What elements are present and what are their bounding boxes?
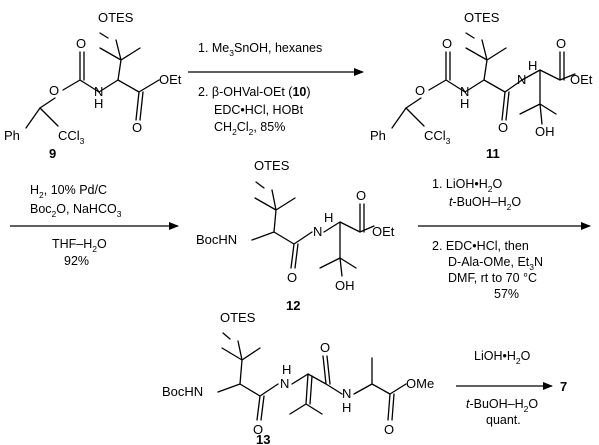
c12-n-label: N	[313, 224, 322, 239]
compound-13-number: 13	[256, 432, 270, 445]
s3-line1: 1. LiOH•H2O	[432, 177, 503, 194]
s2-line1: H2, 10% Pd/C	[30, 183, 107, 200]
c9-ph-label: Ph	[4, 128, 20, 143]
c11-h2-label: H	[528, 58, 537, 73]
c11-ph-label: Ph	[370, 128, 386, 143]
c13-ketone-o1: O	[253, 422, 263, 437]
c11-ester-o: O	[415, 83, 425, 98]
c11-oet-label: OEt	[570, 72, 593, 87]
c12-h-label: H	[324, 210, 333, 225]
c11-ketone-o: O	[498, 120, 508, 135]
s3-line2: t-BuOH–H2O	[449, 195, 521, 212]
s4-line2: t-BuOH–H2O	[466, 397, 538, 414]
c12-oet-label: OEt	[372, 224, 395, 239]
c13-n1-label: N	[280, 376, 289, 391]
c9-ester-o: O	[49, 83, 59, 98]
compound-12: OTES BocHN O N H O OEt OH 12	[196, 158, 395, 313]
step-1-conditions: 1. Me3SnOH, hexanes 2. β-OHVal-OEt (10) …	[198, 41, 322, 137]
c11-carbonyl-o: O	[442, 36, 452, 51]
c12-otes-label: OTES	[254, 158, 290, 173]
step-3-conditions: 1. LiOH•H2O t-BuOH–H2O 2. EDC•HCl, then …	[432, 177, 543, 301]
c9-n-label: N	[94, 84, 103, 99]
compound-9-number: 9	[49, 146, 56, 161]
c12-ester-co: O	[356, 188, 366, 203]
c13-h2-label: H	[342, 400, 351, 415]
s1-line3: EDC•HCl, HOBt	[214, 103, 304, 117]
compound-12-number: 12	[286, 298, 300, 313]
c13-otes-label: OTES	[220, 310, 256, 325]
compound-11: OTES O O N H O N H O OEt OH Ph CCl3 11	[370, 10, 593, 161]
s4-line3: quant.	[486, 413, 521, 427]
step-4-conditions: LiOH•H2O t-BuOH–H2O quant.	[466, 349, 538, 427]
s3-line4: D-Ala-OMe, Et3N	[448, 255, 543, 272]
c11-ester-co: O	[556, 36, 566, 51]
c12-bochn-label: BocHN	[196, 232, 237, 247]
compound-7-number: 7	[560, 379, 567, 394]
c11-otes-label: OTES	[464, 10, 500, 25]
c13-amide-o: O	[320, 340, 330, 355]
s3-line3: 2. EDC•HCl, then	[432, 239, 529, 253]
s1-line1: 1. Me3SnOH, hexanes	[198, 41, 322, 58]
c11-ccl-label: CCl3	[424, 128, 451, 146]
c13-n2-label: N	[342, 386, 351, 401]
compound-9: OTES O O N H O OEt Ph CCl3 9	[4, 10, 182, 161]
s2-line4: 92%	[64, 254, 89, 268]
s2-line3: THF–H2O	[52, 237, 107, 254]
c9-ketone-o: O	[132, 120, 142, 135]
c9-oet-label: OEt	[159, 72, 182, 87]
step-2-conditions: H2, 10% Pd/C Boc2O, NaHCO3 THF–H2O 92%	[30, 183, 122, 268]
c12-ketone-o: O	[287, 270, 297, 285]
s3-line6: 57%	[494, 287, 519, 301]
c11-n2-label: N	[517, 72, 526, 87]
s3-line5: DMF, rt to 70 °C	[448, 271, 537, 285]
c13-ome-label: OMe	[406, 376, 434, 391]
c11-oh-label: OH	[535, 124, 555, 139]
c11-n1-label: N	[460, 84, 469, 99]
s1-line2: 2. β-OHVal-OEt (10)	[198, 85, 311, 99]
c9-otes-label: OTES	[98, 10, 134, 25]
c13-ester-co: O	[384, 422, 394, 437]
c9-nh-label: H	[94, 96, 103, 111]
c13-bochn-label: BocHN	[162, 384, 203, 399]
c13-h1-label: H	[282, 362, 291, 377]
c9-carbonyl-o: O	[76, 36, 86, 51]
c9-ccl-sub: 3	[80, 136, 85, 146]
c11-h1-label: H	[460, 96, 469, 111]
compound-13: OTES BocHN O N H O N H O OMe 13	[162, 310, 434, 445]
compound-11-number: 11	[486, 146, 500, 161]
c9-ccl: CCl	[58, 128, 80, 143]
c12-oh-label: OH	[335, 278, 355, 293]
s1-line4: CH2Cl2, 85%	[214, 120, 285, 137]
s2-line2: Boc2O, NaHCO3	[30, 202, 122, 219]
c9-ccl-label: CCl3	[58, 128, 85, 146]
s4-line1: LiOH•H2O	[474, 349, 531, 366]
